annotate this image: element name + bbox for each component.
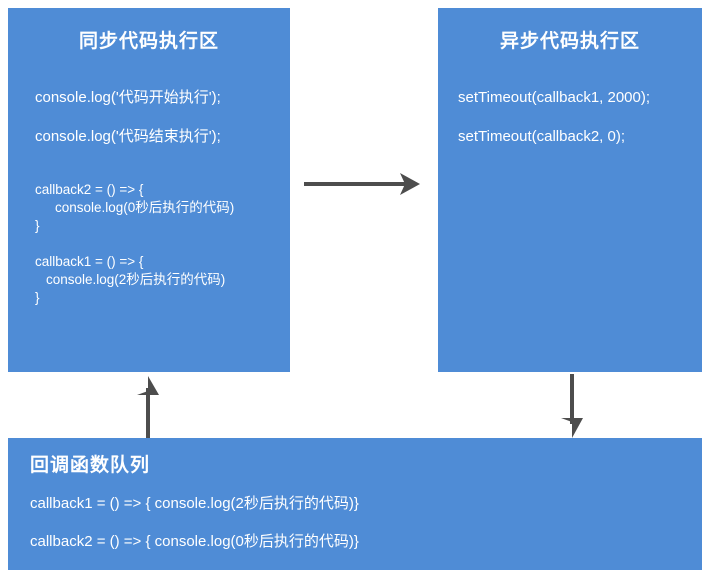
sync-callback1-open: callback1 = () => {	[35, 254, 144, 269]
sync-callback2-close: }	[35, 218, 40, 233]
queue-item-2: callback2 = () => { console.log(0秒后执行的代码…	[30, 533, 359, 550]
sync-callback1-close: }	[35, 290, 40, 305]
sync-callback1-body: console.log(2秒后执行的代码)	[46, 272, 226, 287]
async-code-line-1: setTimeout(callback1, 2000);	[458, 89, 651, 106]
sync-execution-panel: 同步代码执行区 console.log('代码开始执行'); console.l…	[8, 8, 290, 372]
arrow-sync-to-async-icon	[304, 173, 420, 195]
queue-item-1: callback1 = () => { console.log(2秒后执行的代码…	[30, 495, 359, 512]
async-code-line-2: setTimeout(callback2, 0);	[458, 128, 626, 145]
sync-callback2-body: console.log(0秒后执行的代码)	[55, 200, 235, 215]
arrow-async-to-queue-icon	[561, 374, 583, 438]
sync-code-line-2: console.log('代码结束执行');	[35, 128, 221, 145]
callback-queue-panel: 回调函数队列 callback1 = () => { console.log(2…	[8, 438, 702, 570]
sync-code-line-1: console.log('代码开始执行');	[35, 89, 221, 106]
sync-callback2-open: callback2 = () => {	[35, 182, 144, 197]
arrow-queue-to-sync-icon	[137, 376, 159, 438]
sync-panel-title: 同步代码执行区	[78, 31, 219, 52]
async-execution-panel: 异步代码执行区 setTimeout(callback1, 2000); set…	[438, 8, 702, 372]
async-panel-title: 异步代码执行区	[499, 31, 640, 52]
queue-panel-title: 回调函数队列	[30, 455, 151, 476]
